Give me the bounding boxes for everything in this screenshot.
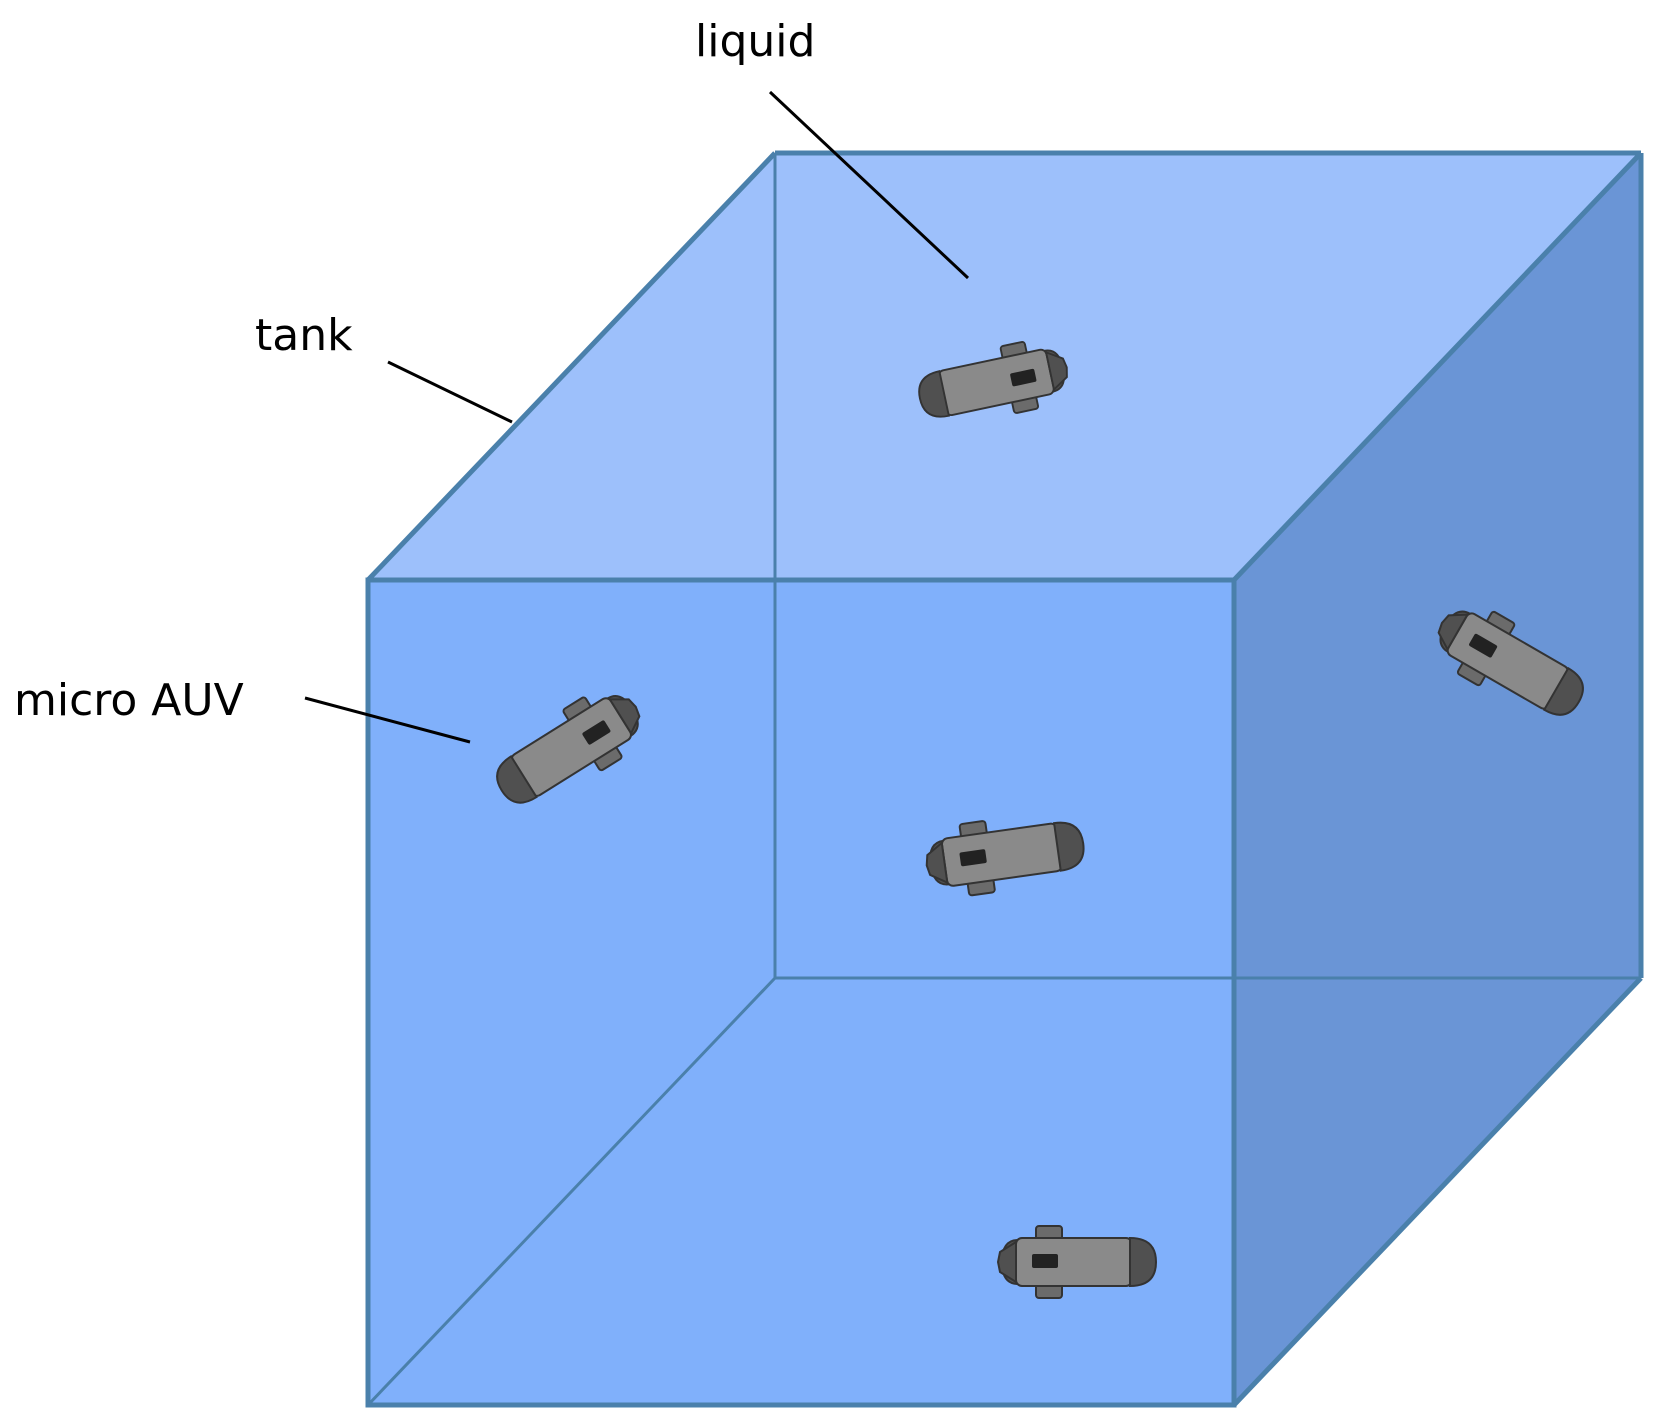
tank-leader-line [387,360,513,424]
micro-auv-label: micro AUV [14,675,244,726]
micro-auv-leader-line [304,696,471,744]
leader-lines [304,90,970,744]
tank-right-face [1234,153,1641,1405]
liquid-leader-line [768,90,970,280]
tank-edges [365,150,1644,1408]
tank-hidden-edges [366,153,1641,1407]
liquid-label: liquid [695,16,815,67]
tank-label: tank [255,310,353,361]
